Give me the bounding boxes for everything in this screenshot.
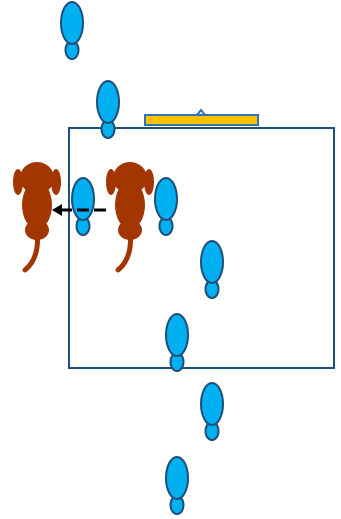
arrow-head (52, 204, 62, 216)
footprint-3 (71, 177, 95, 236)
footprint-7 (200, 382, 224, 441)
footprint-2 (96, 80, 120, 139)
footprint-5 (200, 240, 224, 299)
dog-right-haunch (118, 220, 142, 240)
dog-right (106, 162, 154, 273)
footprint-8-sole (165, 456, 189, 500)
dog-left-haunch (25, 220, 49, 240)
footprint-3-sole (71, 177, 95, 221)
footprint-6-sole (165, 313, 189, 357)
dog-left-body (22, 181, 52, 229)
footprint-5-sole (200, 240, 224, 284)
enclosure-box (68, 127, 335, 369)
dog-left (13, 162, 61, 273)
platform-bar (144, 108, 259, 126)
footprint-7-sole (200, 382, 224, 426)
footprint-1 (60, 1, 84, 60)
footprint-4 (154, 177, 178, 236)
footprint-1-sole (60, 1, 84, 45)
footprint-8 (165, 456, 189, 515)
platform-bar-body (144, 114, 259, 126)
footprint-4-sole (154, 177, 178, 221)
arrow-left-icon (52, 204, 106, 216)
dog-right-body (115, 181, 145, 229)
footprint-2-sole (96, 80, 120, 124)
footprint-6 (165, 313, 189, 372)
platform-bar-notch (196, 108, 206, 116)
